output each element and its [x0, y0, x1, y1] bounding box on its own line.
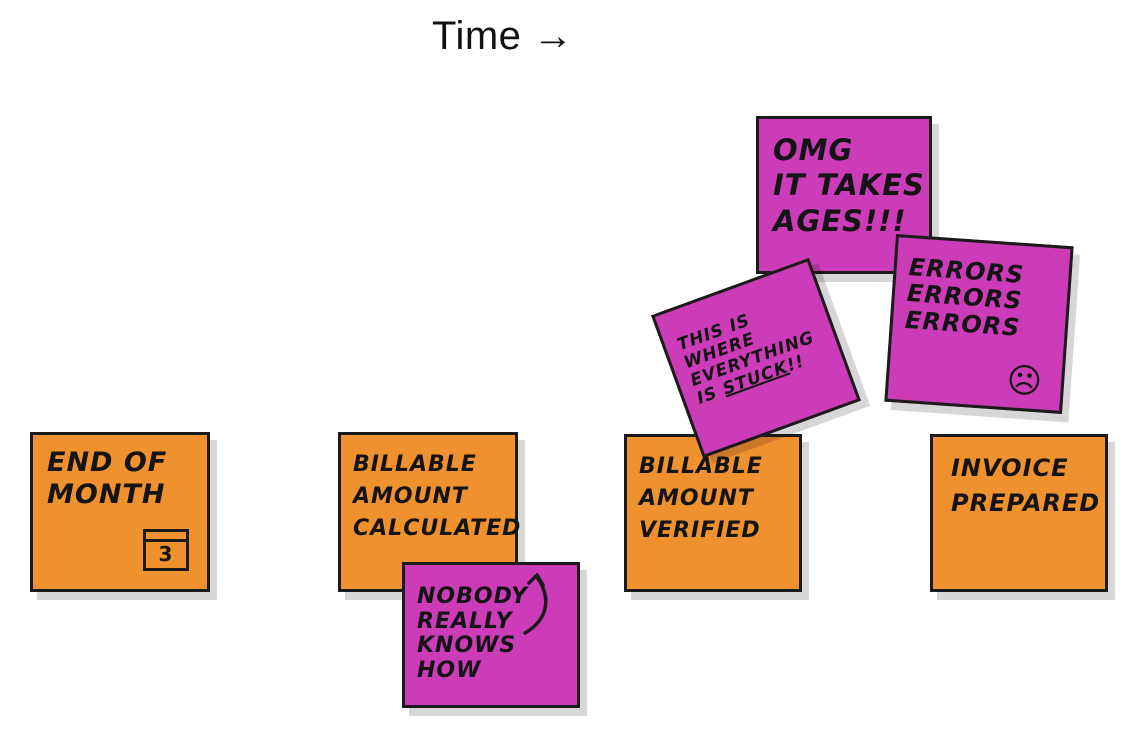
note-line: verified	[639, 517, 761, 543]
note-line: ages!!!	[773, 203, 907, 238]
note-line: Nobody	[417, 584, 529, 609]
note-line: Month	[47, 478, 166, 510]
issue-note-nobody-knows: Nobody really knows how	[402, 562, 580, 708]
frown-icon: ☹	[1005, 360, 1045, 403]
note-invoice-prepared: Invoice prepared	[930, 434, 1108, 592]
issue-note-takes-ages: OMG it takes ages!!!	[756, 116, 932, 274]
timeline-title: Time →	[432, 14, 574, 58]
calendar-icon: 3	[143, 529, 189, 571]
calendar-day: 3	[158, 542, 174, 566]
note-line: OMG	[773, 133, 854, 167]
note-billable-amount-verified: Billable amount verified	[624, 434, 802, 592]
note-line: End of	[47, 447, 168, 478]
issue-note-everything-stuck: This is where everything is stuck!!	[651, 257, 861, 459]
note-line: calculated	[353, 515, 522, 541]
issue-note-errors: Errors errors errors ☹	[884, 233, 1074, 415]
note-line: prepared	[951, 488, 1101, 517]
note-end-of-month: End of Month 3	[30, 432, 210, 592]
note-line: amount	[639, 485, 754, 511]
note-line: Billable	[353, 452, 477, 477]
note-billable-amount-calculated: Billable amount calculated	[338, 432, 522, 592]
note-line: it takes	[773, 168, 925, 203]
note-line: amount	[353, 483, 468, 509]
curved-arrow-icon	[523, 573, 548, 635]
note-line: how	[417, 657, 482, 683]
note-line: knows	[417, 633, 517, 659]
note-line: Invoice	[951, 454, 1069, 482]
note-line: Billable	[639, 454, 763, 479]
note-line: really	[417, 608, 513, 634]
